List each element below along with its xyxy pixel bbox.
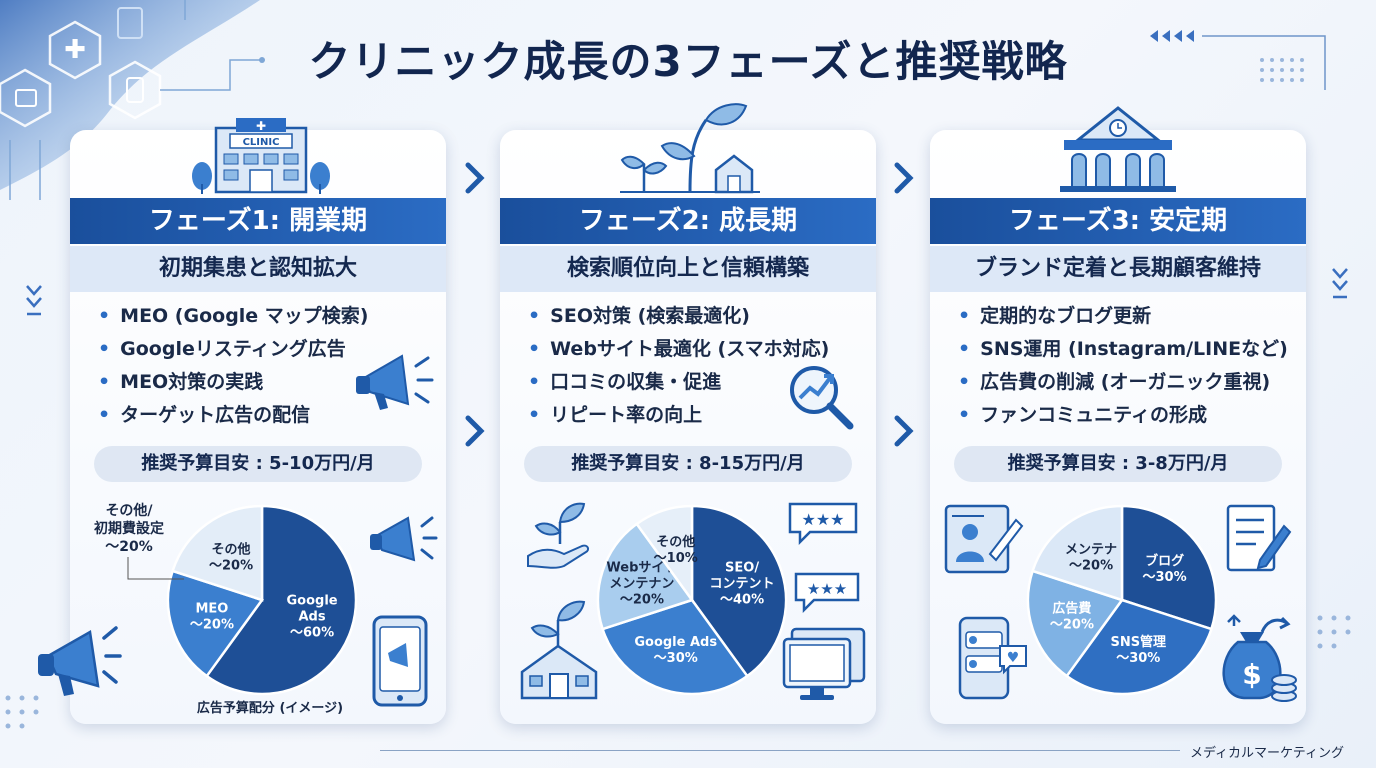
phase-1-budget: 推奨予算目安 : 5-10万円/月: [94, 446, 422, 482]
dots-decoration-br: [1317, 615, 1351, 649]
pie-slice: [596, 522, 695, 631]
pie-slice-label: MEO～20%: [190, 601, 234, 632]
pie-slice-label: 広告費～20%: [1050, 600, 1094, 632]
clinic-building-icon: ✚ CLINIC: [192, 118, 330, 194]
phase-2-budget: 推奨予算目安 : 8-15万円/月: [524, 446, 852, 482]
pie-slice-label: Google Ads～30%: [634, 635, 717, 666]
pie-caption: 広告予算配分 (イメージ): [196, 701, 344, 716]
down-chevrons-left: [26, 285, 42, 316]
pie-slice: [635, 504, 694, 604]
svg-text:★★★: ★★★: [801, 510, 844, 529]
list-item: 広告費の削減 (オーガニック重視): [958, 366, 1288, 399]
phase-3-header: フェーズ3: 安定期: [930, 198, 1306, 244]
pie-slice-label: Webサイトメンテナン～20%: [606, 561, 677, 608]
next-arrow-icon: [465, 415, 485, 447]
svg-text:★★★: ★★★: [807, 580, 847, 598]
pie-slice-label: SEO/コンテント～40%: [710, 561, 775, 608]
list-item: ターゲット広告の配信: [98, 399, 369, 432]
pie-slice: [601, 598, 749, 696]
plant-house-icon: [620, 103, 760, 194]
leader-line: [127, 557, 184, 580]
phase-3-pie-chart: ブログ～30% SNS管理～30% 広告費～20% メンテナ～20%: [1026, 504, 1218, 696]
list-item: SNS運用 (Instagram/LINEなど): [958, 333, 1288, 366]
phase-3-subtitle: ブランド定着と長期顧客維持: [930, 246, 1306, 292]
money-bag-icon: $: [1222, 614, 1297, 702]
footer-text: メディカルマーケティング: [1189, 746, 1344, 761]
pie-slice: [1026, 569, 1125, 678]
list-item: 定期的なブログ更新: [958, 300, 1288, 333]
document-edit-icon: [1226, 504, 1292, 572]
house-plant-icon: [520, 600, 598, 700]
list-item: Webサイト最適化 (スマホ対応): [528, 333, 829, 366]
list-item: ファンコミュニティの形成: [958, 399, 1288, 432]
corner-decoration: ✚: [0, 0, 265, 200]
phase-3-bullets: 定期的なブログ更新 SNS運用 (Instagram/LINEなど) 広告費の削…: [958, 300, 1288, 432]
phase-1-bullets: MEO (Google マップ検索) Googleリスティング広告 MEO対策の…: [98, 300, 369, 432]
phase-1-card: ✚ CLINIC フェーズ1: 開業期 初期集患と認知拡大 MEO (Googl…: [38, 118, 446, 724]
review-stars-icon: ★★★: [794, 572, 860, 614]
megaphone-icon: [370, 516, 438, 562]
page-title: クリニック成長の3フェーズと推奨戦略: [308, 37, 1068, 86]
pie-slice-label: SNS管理～30%: [1110, 634, 1166, 666]
pie-slice-label: ブログ～30%: [1143, 553, 1187, 585]
phase-2-subtitle: 検索順位向上と信頼構築: [500, 246, 876, 292]
clinic-sign: CLINIC: [243, 137, 280, 148]
next-arrow-icon: [894, 415, 914, 447]
list-item: MEO (Google マップ検索): [98, 300, 368, 333]
dots-decoration: [1150, 30, 1326, 90]
phase-3-card: フェーズ3: 安定期 ブランド定着と長期顧客維持 定期的なブログ更新 SNS運用…: [930, 106, 1306, 724]
megaphone-icon: [38, 626, 122, 696]
phase-2-bullets: SEO対策 (検索最適化) Webサイト最適化 (スマホ対応) 口コミの収集・促…: [528, 300, 829, 432]
footer-divider: [380, 750, 1180, 751]
pie-slice-label: メンテナ～20%: [1065, 542, 1117, 573]
phase-2-header: フェーズ2: 成長期: [500, 198, 876, 244]
list-item: リピート率の向上: [528, 399, 829, 432]
phase-1-subtitle: 初期集患と認知拡大: [70, 246, 446, 292]
pie-slice: [1031, 504, 1124, 602]
svg-text:♥: ♥: [1007, 650, 1020, 666]
phase-2-pie-chart: SEO/コンテント～40% Google Ads～30% Webサイトメンテナン～2…: [596, 504, 788, 696]
pie-external-label: その他/ 初期費設定 ～20%: [94, 503, 164, 555]
monitor-icon: [782, 627, 866, 700]
pie-slice: [690, 504, 788, 678]
svg-text:$: $: [1242, 658, 1261, 691]
search-growth-icon: [790, 366, 854, 430]
phase-1-header: フェーズ1: 開業期: [70, 198, 446, 244]
smartphone-icon: [372, 615, 428, 707]
pie-slice: [205, 504, 358, 696]
institution-building-icon: [1060, 106, 1176, 192]
dots-decoration-bl: [5, 695, 39, 729]
pie-slice-label: その他～10%: [654, 534, 698, 566]
hand-plant-icon: [527, 502, 590, 569]
pie-slice: [166, 569, 265, 678]
next-arrow-icon: [465, 162, 485, 194]
down-chevrons-right: [1332, 268, 1348, 299]
list-item: Googleリスティング広告: [98, 333, 369, 366]
pie-slice: [1065, 598, 1213, 696]
megaphone-icon: [356, 354, 434, 410]
phase-3-budget: 推奨予算目安 : 3-8万円/月: [954, 446, 1282, 482]
pie-slice: [171, 504, 264, 602]
svg-text:✚: ✚: [64, 35, 86, 65]
list-item: 口コミの収集・促進: [528, 366, 829, 399]
next-arrow-icon: [894, 162, 914, 194]
pie-slice-label: その他～20%: [209, 541, 253, 573]
list-item: SEO対策 (検索最適化): [528, 300, 829, 333]
review-stars-icon: ★★★: [788, 502, 858, 546]
social-phone-icon: ♥: [958, 616, 1027, 700]
list-item: MEO対策の実践: [98, 366, 369, 399]
online-lecture-icon: [944, 504, 1024, 574]
svg-text:✚: ✚: [256, 119, 266, 133]
phase-2-card: フェーズ2: 成長期 検索順位向上と信頼構築 SEO対策 (検索最適化) Web…: [500, 103, 876, 724]
pie-slice: [1120, 504, 1218, 631]
